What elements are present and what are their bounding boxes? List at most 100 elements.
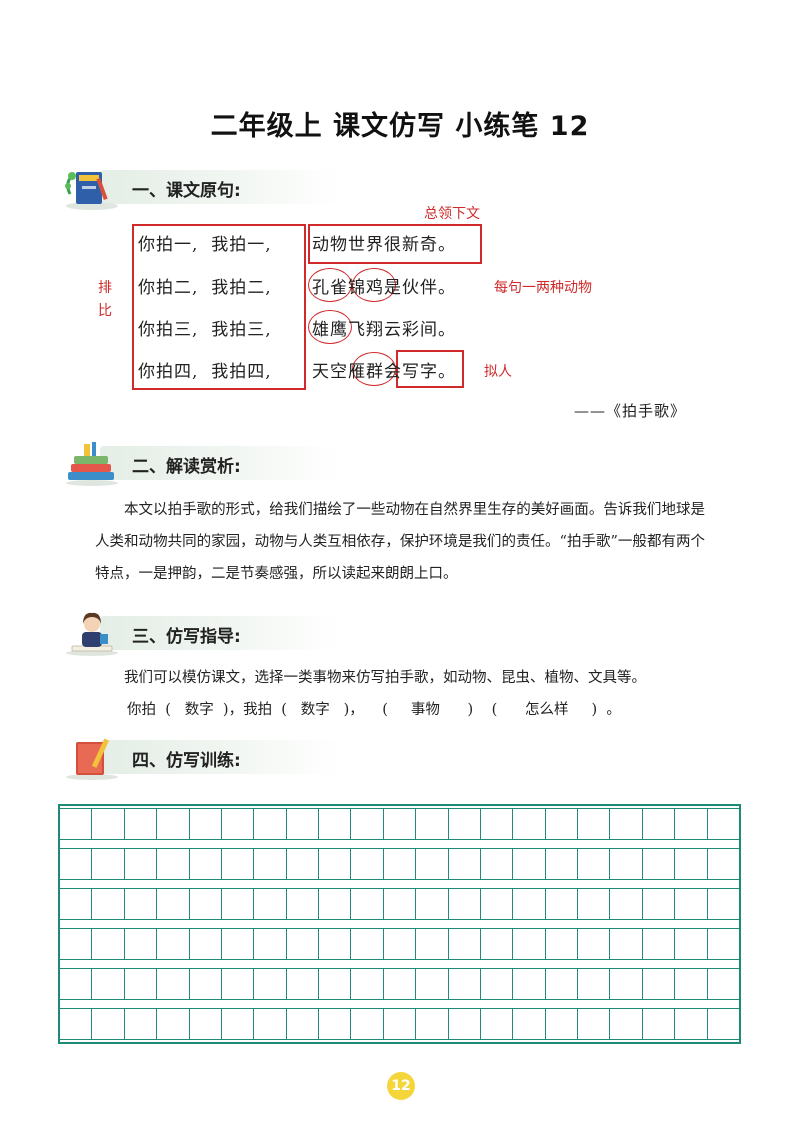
grid-cell[interactable] [125, 889, 158, 919]
grid-cell[interactable] [643, 929, 676, 959]
grid-cell[interactable] [610, 849, 643, 879]
grid-cell[interactable] [319, 809, 352, 839]
grid-cell[interactable] [384, 889, 417, 919]
grid-cell[interactable] [319, 969, 352, 999]
grid-cell[interactable] [157, 889, 190, 919]
grid-cell[interactable] [319, 889, 352, 919]
grid-cell[interactable] [92, 929, 125, 959]
grid-cell[interactable] [708, 969, 739, 999]
grid-cell[interactable] [287, 1009, 319, 1039]
writing-grid[interactable] [58, 804, 741, 1044]
grid-cell[interactable] [384, 849, 417, 879]
grid-cell[interactable] [125, 849, 158, 879]
grid-cell[interactable] [254, 809, 287, 839]
grid-cell[interactable] [578, 889, 611, 919]
grid-cell[interactable] [351, 1009, 384, 1039]
grid-cell[interactable] [513, 929, 546, 959]
grid-cell[interactable] [222, 849, 255, 879]
grid-cell[interactable] [578, 1009, 611, 1039]
grid-cell[interactable] [351, 809, 384, 839]
grid-cell[interactable] [351, 849, 384, 879]
grid-cell[interactable] [60, 969, 93, 999]
grid-cell[interactable] [254, 1009, 287, 1039]
grid-cell[interactable] [287, 889, 319, 919]
grid-cell[interactable] [578, 969, 611, 999]
grid-cell[interactable] [610, 1009, 643, 1039]
grid-cell[interactable] [578, 849, 611, 879]
grid-cell[interactable] [190, 1009, 222, 1039]
grid-cell[interactable] [449, 1009, 481, 1039]
grid-cell[interactable] [190, 809, 222, 839]
grid-cell[interactable] [578, 809, 611, 839]
grid-cell[interactable] [449, 889, 481, 919]
grid-cell[interactable] [254, 849, 287, 879]
grid-cell[interactable] [513, 889, 546, 919]
grid-cell[interactable] [643, 969, 676, 999]
grid-cell[interactable] [416, 1009, 449, 1039]
grid-cell[interactable] [416, 929, 449, 959]
grid-cell[interactable] [513, 809, 546, 839]
grid-cell[interactable] [675, 1009, 708, 1039]
grid-cell[interactable] [384, 929, 417, 959]
grid-cell[interactable] [190, 849, 222, 879]
grid-cell[interactable] [125, 1009, 158, 1039]
grid-cell[interactable] [60, 1009, 93, 1039]
grid-cell[interactable] [384, 1009, 417, 1039]
grid-cell[interactable] [351, 969, 384, 999]
grid-cell[interactable] [222, 969, 255, 999]
grid-cell[interactable] [578, 929, 611, 959]
grid-cell[interactable] [222, 1009, 255, 1039]
grid-cell[interactable] [92, 849, 125, 879]
grid-cell[interactable] [254, 929, 287, 959]
grid-cell[interactable] [60, 929, 93, 959]
grid-cell[interactable] [157, 969, 190, 999]
grid-cell[interactable] [481, 929, 514, 959]
grid-cell[interactable] [319, 929, 352, 959]
grid-cell[interactable] [190, 889, 222, 919]
grid-cell[interactable] [416, 809, 449, 839]
grid-cell[interactable] [675, 969, 708, 999]
grid-cell[interactable] [416, 969, 449, 999]
grid-cell[interactable] [610, 929, 643, 959]
grid-cell[interactable] [481, 969, 514, 999]
grid-cell[interactable] [675, 889, 708, 919]
grid-cell[interactable] [546, 929, 578, 959]
grid-cell[interactable] [675, 809, 708, 839]
grid-cell[interactable] [449, 929, 481, 959]
grid-cell[interactable] [643, 809, 676, 839]
grid-cell[interactable] [190, 969, 222, 999]
grid-cell[interactable] [287, 929, 319, 959]
grid-cell[interactable] [190, 929, 222, 959]
grid-cell[interactable] [449, 809, 481, 839]
grid-cell[interactable] [643, 1009, 676, 1039]
grid-cell[interactable] [708, 809, 739, 839]
grid-cell[interactable] [449, 969, 481, 999]
grid-cell[interactable] [222, 929, 255, 959]
grid-cell[interactable] [610, 889, 643, 919]
grid-cell[interactable] [416, 889, 449, 919]
grid-cell[interactable] [222, 809, 255, 839]
grid-cell[interactable] [643, 889, 676, 919]
grid-cell[interactable] [546, 889, 578, 919]
grid-cell[interactable] [60, 849, 93, 879]
grid-cell[interactable] [449, 849, 481, 879]
grid-cell[interactable] [125, 809, 158, 839]
grid-cell[interactable] [546, 1009, 578, 1039]
grid-cell[interactable] [708, 1009, 739, 1039]
grid-cell[interactable] [384, 969, 417, 999]
grid-cell[interactable] [60, 809, 93, 839]
grid-cell[interactable] [287, 849, 319, 879]
grid-cell[interactable] [157, 809, 190, 839]
grid-cell[interactable] [351, 889, 384, 919]
grid-cell[interactable] [708, 929, 739, 959]
grid-cell[interactable] [287, 969, 319, 999]
grid-cell[interactable] [546, 809, 578, 839]
grid-cell[interactable] [416, 849, 449, 879]
grid-cell[interactable] [481, 889, 514, 919]
grid-cell[interactable] [125, 969, 158, 999]
grid-cell[interactable] [643, 849, 676, 879]
grid-cell[interactable] [481, 1009, 514, 1039]
grid-cell[interactable] [254, 889, 287, 919]
grid-cell[interactable] [319, 1009, 352, 1039]
grid-cell[interactable] [513, 1009, 546, 1039]
